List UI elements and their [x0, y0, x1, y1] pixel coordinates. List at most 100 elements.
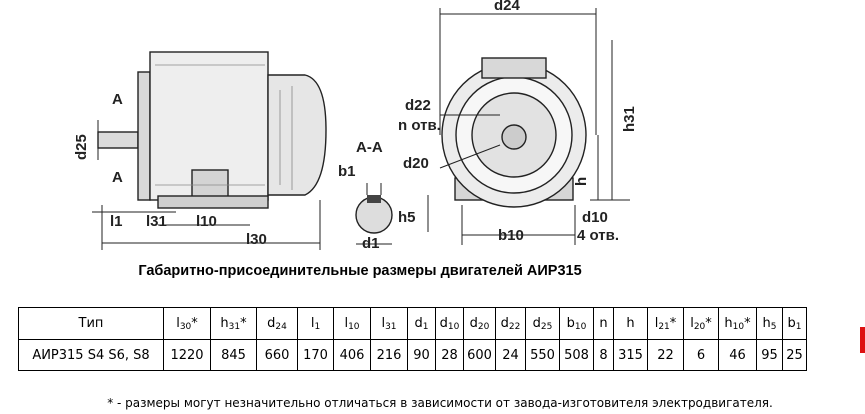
header-asterisk: *: [240, 315, 247, 331]
header-asterisk: *: [705, 315, 712, 331]
header-symbol: d: [532, 315, 541, 331]
key-section: [367, 195, 381, 203]
table-header-cell: d1: [407, 307, 436, 340]
table-header-cell: l21*: [647, 307, 684, 340]
table-header-cell: d24: [256, 307, 298, 340]
table-header-cell: b1: [782, 307, 807, 340]
edge-marker: [860, 327, 865, 353]
table-header-cell: l20*: [683, 307, 719, 340]
header-symbol: l: [690, 315, 694, 331]
header-subscript: 10: [732, 321, 745, 332]
header-subscript: 10: [348, 321, 360, 332]
table-cell: 170: [297, 339, 334, 371]
header-subscript: 1: [422, 321, 429, 332]
motor-terminal-box: [191, 169, 229, 199]
table-header-cell: h31*: [210, 307, 257, 340]
table-header-cell: l31: [370, 307, 408, 340]
header-symbol: b: [566, 315, 575, 331]
label-n-otv: n отв.: [398, 117, 441, 134]
table-header-cell: d25: [525, 307, 560, 340]
header-subscript: 1: [314, 321, 321, 332]
table-cell: 508: [559, 339, 594, 371]
label-d10: d10: [582, 209, 608, 226]
header-subscript: 21: [658, 321, 670, 332]
header-symbol: l: [176, 315, 180, 331]
header-symbol: d: [439, 315, 448, 331]
front-terminal-box: [481, 57, 547, 79]
table-cell: 550: [525, 339, 560, 371]
label-aa: А-А: [356, 139, 383, 156]
table-cell: 216: [370, 339, 408, 371]
footnote: * - размеры могут незначительно отличать…: [107, 396, 773, 410]
table-cell: 845: [210, 339, 257, 371]
table-cell: 24: [495, 339, 526, 371]
motor-dimension-drawing: А А d25 l1 l31 l10 l30 А-А b1 h5 d1 d24 …: [73, 0, 638, 252]
label-d25: d25: [73, 134, 90, 160]
table-cell: 600: [463, 339, 496, 371]
header-symbol: d: [414, 315, 423, 331]
table-header-cell: h5: [756, 307, 783, 340]
label-b1: b1: [338, 163, 356, 180]
header-asterisk: *: [191, 315, 198, 331]
header-asterisk: *: [669, 315, 677, 331]
table-cell: 95: [756, 339, 783, 371]
header-symbol: h: [626, 316, 635, 331]
header-symbol: l: [654, 315, 659, 331]
table-header-cell: l30*: [163, 307, 211, 340]
table-header-cell: l10: [333, 307, 371, 340]
header-subscript: 22: [508, 321, 521, 332]
table-cell: 8: [593, 339, 614, 371]
label-4-otv: 4 отв.: [577, 227, 619, 244]
header-symbol: d: [469, 315, 478, 331]
table-header-cell: d22: [495, 307, 526, 340]
table-header-cell: d10: [435, 307, 464, 340]
table-header-cell: l1: [297, 307, 334, 340]
label-l31: l31: [146, 213, 167, 230]
header-subscript: 20: [693, 321, 706, 332]
header-symbol: Тип: [78, 316, 104, 331]
label-a-bottom: А: [112, 169, 123, 186]
label-l10: l10: [196, 213, 217, 230]
label-h: h: [573, 177, 590, 186]
table-cell: 28: [435, 339, 464, 371]
table-cell: 46: [718, 339, 757, 371]
header-subscript: 30: [179, 321, 192, 332]
table-cell: 6: [683, 339, 719, 371]
header-subscript: 5: [770, 321, 777, 332]
table-cell: 406: [333, 339, 371, 371]
table-header-cell: Тип: [18, 307, 164, 340]
header-symbol: l: [381, 315, 386, 331]
header-symbol: l: [310, 315, 315, 331]
label-d24: d24: [494, 0, 521, 14]
header-symbol: n: [599, 316, 608, 331]
header-symbol: h: [762, 315, 771, 331]
motor-fan-cover: [267, 74, 327, 196]
table-cell: 315: [613, 339, 648, 371]
header-subscript: 10: [447, 321, 460, 332]
motor-shaft: [97, 131, 139, 149]
table-header-cell: h10*: [718, 307, 757, 340]
label-b10: b10: [498, 227, 524, 244]
table-cell: 660: [256, 339, 298, 371]
label-d22: d22: [405, 97, 431, 114]
table-header-cell: n: [593, 307, 614, 340]
table-cell: 22: [647, 339, 684, 371]
header-subscript: 10: [574, 321, 587, 332]
label-l1: l1: [110, 213, 123, 230]
front-shaft-end: [501, 124, 527, 150]
table-cell: 1220: [163, 339, 211, 371]
header-subscript: 24: [275, 321, 287, 332]
motor-flange: [137, 71, 151, 201]
label-h31: h31: [621, 106, 638, 132]
table-cell-type: АИР315 S4 S6, S8: [18, 339, 164, 371]
table-header-cell: h: [613, 307, 648, 340]
header-subscript: 31: [385, 321, 397, 332]
label-a-top: А: [112, 91, 123, 108]
header-symbol: b: [787, 315, 796, 331]
table-header-cell: d20: [463, 307, 496, 340]
motor-feet: [157, 195, 269, 209]
header-symbol: h: [724, 315, 733, 331]
